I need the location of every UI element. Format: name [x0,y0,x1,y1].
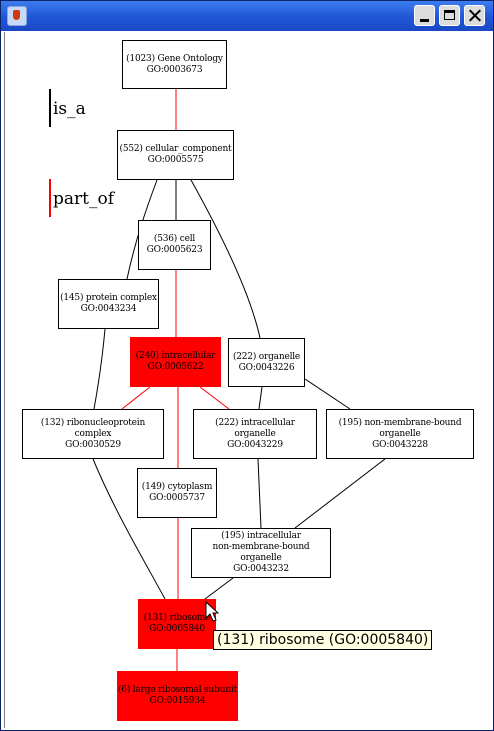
node-name-line1: (195) intracellular [221,531,301,541]
node-id: GO:0043234 [80,304,137,314]
node-name: (195) non-membrane-bound organelle [338,417,462,439]
node-intracellular-nmb-organelle[interactable]: (195) intracellular non-membrane-bound o… [191,528,331,578]
node-name: (240) intracellular [135,351,216,361]
legend-part-of-line [49,179,51,217]
edge-protein-complex-ribonucleoprotein [93,328,106,410]
node-id: GO:0043229 [227,439,283,450]
node-cytoplasm[interactable]: (149) cytoplasm GO:0005737 [137,468,217,518]
legend-is-a-line [49,89,51,127]
node-name: (6) large ribosomal subunit [118,685,238,695]
node-name: (222) intracellular organelle [215,417,295,439]
node-id: GO:0005840 [149,624,205,634]
node-large-ribosomal-subunit[interactable]: (6) large ribosomal subunit GO:0015934 [117,671,238,721]
maximize-button[interactable] [439,5,460,26]
edge-cellular-component-organelle [190,179,261,339]
node-organelle[interactable]: (222) organelle GO:0043226 [228,338,305,387]
node-id: GO:0043226 [238,362,295,373]
legend-is-a-label: is_a [53,99,86,119]
node-non-membrane-bound-organelle[interactable]: (195) non-membrane-bound organelle GO:00… [326,409,474,459]
close-button[interactable] [464,5,485,26]
node-id: GO:0043232 [233,564,289,574]
minimize-button[interactable] [414,5,435,26]
node-protein-complex[interactable]: (145) protein complex GO:0043234 [58,279,159,329]
edge-organelle-non-membrane-bound [304,378,351,410]
node-intracellular[interactable]: (240) intracellular GO:0005622 [130,337,221,387]
node-cellular-component[interactable]: (552) cellular_component GO:0005575 [117,130,234,180]
node-id: GO:0030529 [65,439,121,450]
edge-intracellular-ribonucleoprotein [121,386,151,410]
node-id: GO:0005622 [147,362,204,372]
node-id: GO:0015934 [149,696,206,706]
node-intracellular-organelle[interactable]: (222) intracellular organelle GO:0043229 [193,409,317,459]
node-cell[interactable]: (536) cell GO:0005623 [138,220,211,270]
node-id: GO:0005737 [149,493,205,503]
node-name: (552) cellular_component [119,144,232,154]
java-app-icon[interactable] [7,6,27,26]
node-id: GO:0005575 [147,155,204,165]
node-name: (536) cell [153,234,196,244]
node-name-line2: non-membrane-bound organelle [212,542,310,563]
node-id: GO:0005623 [146,245,203,255]
edge-ribonucleoprotein-ribosome [92,458,166,600]
edge-intracellular-nmb-ribosome [200,577,234,603]
node-name: (222) organelle [232,351,301,362]
edge-intracellular-intracellular-organelle [199,386,230,410]
title-bar[interactable] [1,1,493,31]
node-name: (132) ribonucleoprotein complex [40,417,146,439]
node-ribosome[interactable]: (131) ribosome GO:0005840 [138,599,216,649]
mouse-cursor-icon [205,601,219,622]
node-id: GO:0003673 [146,64,203,75]
ontology-graph-canvas: is_a part_of (1023) Gene Ontology GO:000… [4,32,491,728]
graph-edges [92,89,386,671]
edge-non-membrane-bound-intracellular-nmb [294,458,386,529]
node-id: GO:0043228 [372,439,428,450]
edge-organelle-intracellular-organelle [258,386,263,410]
node-tooltip: (131) ribosome (GO:0005840) [213,630,433,650]
node-name: (1023) Gene Ontology [126,53,223,64]
node-name: (149) cytoplasm [141,482,213,492]
edge-intracellular-organelle-nmb [257,458,262,529]
legend-part-of-label: part_of [53,189,115,209]
node-name: (131) ribosome [143,613,211,623]
node-name: (145) protein complex [60,293,157,303]
node-gene-ontology[interactable]: (1023) Gene Ontology GO:0003673 [122,40,227,89]
node-ribonucleoprotein-complex[interactable]: (132) ribonucleoprotein complex GO:00305… [22,409,164,459]
